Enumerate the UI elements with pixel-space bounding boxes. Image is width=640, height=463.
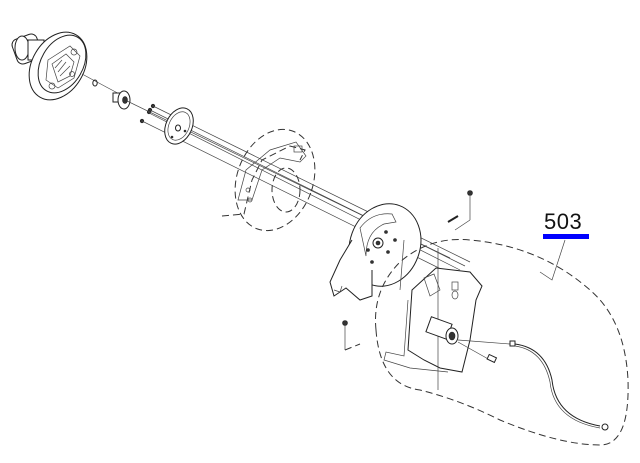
flange-plate	[164, 107, 194, 145]
pulley-gear	[112, 90, 131, 110]
mounting-screw	[342, 320, 361, 351]
dc-motor	[425, 316, 459, 345]
dashed-cover-bracket	[221, 128, 316, 232]
callout-leader-line	[539, 239, 566, 281]
wire-harness	[457, 339, 609, 431]
o-ring	[92, 79, 98, 87]
motor-housing-assembly	[11, 31, 88, 101]
callout-503-underline	[543, 234, 589, 239]
dashed-outline-assembly-503	[375, 238, 629, 446]
callout-503[interactable]: 503	[544, 209, 583, 234]
side-frame-plate	[329, 203, 422, 301]
top-screw	[447, 190, 473, 231]
